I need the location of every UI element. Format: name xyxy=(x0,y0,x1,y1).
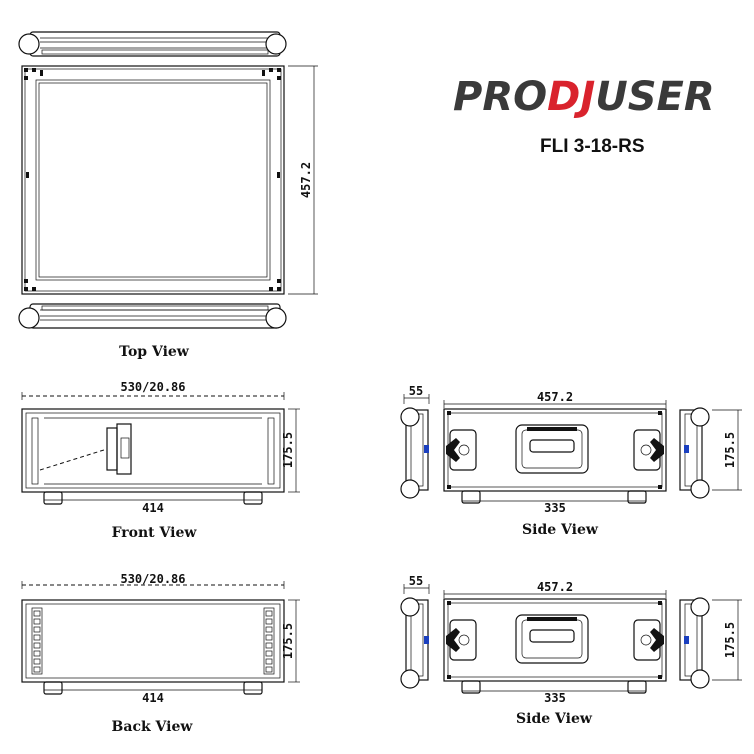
side2-latch-left xyxy=(446,619,477,661)
logo-text: PRODJUSER xyxy=(453,74,715,120)
top-depth-dim: 457.2 xyxy=(299,162,313,198)
back-bottom-dim: 414 xyxy=(142,691,164,705)
top-rail xyxy=(18,31,287,57)
side1-right-profile xyxy=(679,407,710,499)
back-height-dim: 175.5 xyxy=(281,623,295,659)
top-view-caption: Top View xyxy=(119,344,190,360)
caster-icon xyxy=(690,669,710,689)
logo-pro: PRO xyxy=(453,74,547,120)
side2-handle xyxy=(515,614,589,664)
back-view-caption: Back View xyxy=(112,719,194,735)
logo-user: USER xyxy=(595,74,714,120)
caster-icon xyxy=(690,407,710,427)
side-view-2: 55 457.2 xyxy=(400,574,742,727)
caster-icon xyxy=(18,307,40,329)
top-frame xyxy=(21,65,285,295)
rack-rail-right xyxy=(263,607,275,675)
side1-latch-left xyxy=(446,429,477,471)
side1-height-dim: 175.5 xyxy=(723,432,737,468)
front-bottom-dim: 414 xyxy=(142,501,164,515)
caster-icon xyxy=(400,407,420,427)
model-name: FLI 3-18-RS xyxy=(540,136,645,157)
front-width-dim: 530/20.86 xyxy=(120,380,185,394)
side2-depth-dim: 457.2 xyxy=(537,580,573,594)
side1-caption: Side View xyxy=(522,522,599,538)
back-view: 530/20.86 175.5 414 Back View xyxy=(21,572,300,735)
caster-icon xyxy=(400,669,420,689)
front-view: 530/20.86 175.5 414 Front View xyxy=(21,380,300,541)
caster-icon xyxy=(690,597,710,617)
front-view-caption: Front View xyxy=(112,525,198,541)
caster-icon xyxy=(265,33,287,55)
side1-depth-dim: 457.2 xyxy=(537,390,573,404)
caster-icon xyxy=(690,479,710,499)
bottom-rail xyxy=(18,303,287,329)
side2-caption: Side View xyxy=(516,711,593,727)
brand-logo: PRODJUSER xyxy=(453,74,715,120)
side2-right-profile xyxy=(679,597,710,689)
caster-icon xyxy=(18,33,40,55)
side2-side-dim: 55 xyxy=(409,574,423,588)
top-view: 457.2 Top View xyxy=(18,31,318,360)
caster-icon xyxy=(400,479,420,499)
rack-rail-left xyxy=(31,607,43,675)
side2-left-profile xyxy=(400,597,429,689)
side1-bottom-dim: 335 xyxy=(544,501,566,515)
latch-bracket xyxy=(39,423,132,475)
caster-icon xyxy=(265,307,287,329)
side2-bottom-dim: 335 xyxy=(544,691,566,705)
logo-dj: DJ xyxy=(547,74,595,120)
side1-latch-right xyxy=(633,429,664,471)
side1-handle xyxy=(515,424,589,474)
side1-left-profile xyxy=(400,407,429,499)
side2-height-dim: 175.5 xyxy=(723,622,737,658)
back-width-dim: 530/20.86 xyxy=(120,572,185,586)
caster-icon xyxy=(400,597,420,617)
front-height-dim: 175.5 xyxy=(281,432,295,468)
side2-latch-right xyxy=(633,619,664,661)
side1-side-dim: 55 xyxy=(409,384,423,398)
side-view-1: 55 457.2 xyxy=(400,384,742,538)
